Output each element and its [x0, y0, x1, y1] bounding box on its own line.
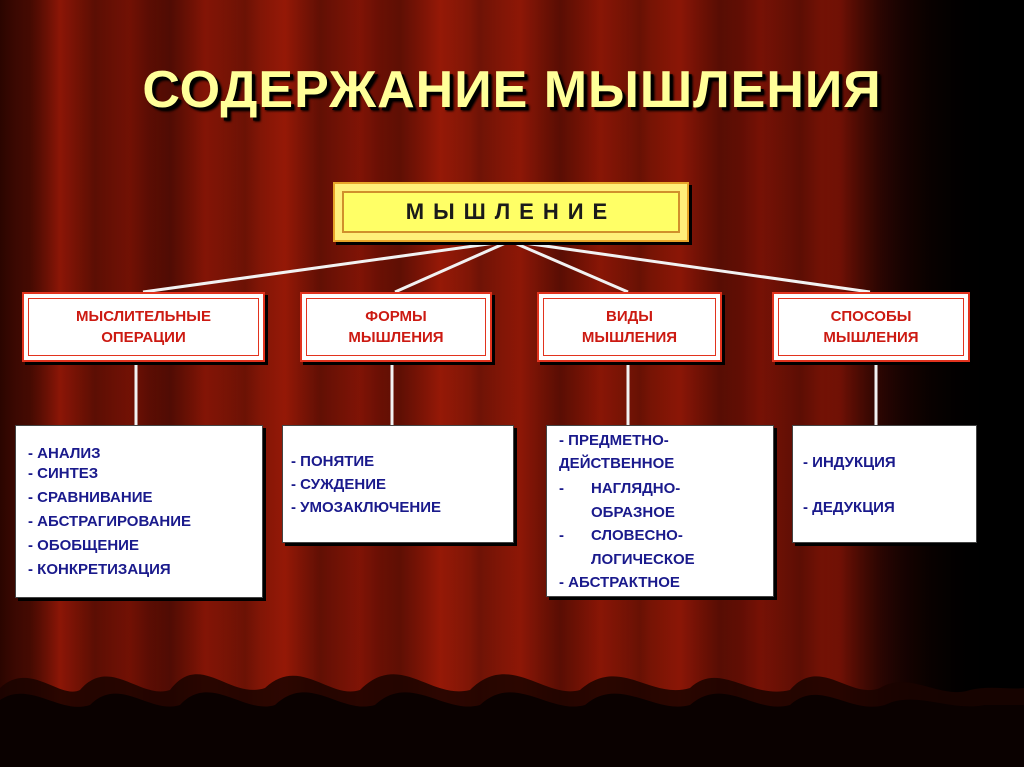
root-node-inner: МЫШЛЕНИЕ	[342, 191, 680, 233]
category-label: МЫСЛИТЕЛЬНЫЕ ОПЕРАЦИИ	[76, 308, 211, 346]
list-methods: - ИНДУКЦИЯ - ДЕДУКЦИЯ	[792, 425, 977, 543]
page-title: СОДЕРЖАНИЕ МЫШЛЕНИЯ	[142, 61, 882, 119]
list-item: ДЕЙСТВЕННОЕ	[559, 455, 675, 472]
list-item: - ОБОБЩЕНИЕ	[28, 537, 139, 554]
list-item: - АБСТРАКТНОЕ	[559, 574, 680, 591]
list-item: - ПОНЯТИЕ	[291, 453, 375, 470]
list-item: - АНАЛИЗ	[28, 445, 101, 462]
category-label: ВИДЫ МЫШЛЕНИЯ	[581, 308, 678, 346]
category-frame: МЫСЛИТЕЛЬНЫЕ ОПЕРАЦИИ	[28, 298, 259, 356]
list-item-bullet: -	[559, 480, 564, 497]
list-item: НАГЛЯДНО-	[591, 480, 681, 497]
list-item: - ИНДУКЦИЯ	[803, 454, 896, 471]
category-frame: СПОСОБЫ МЫШЛЕНИЯ	[778, 298, 964, 356]
list-item: - ПРЕДМЕТНО-	[559, 432, 669, 449]
list-item: - КОНКРЕТИЗАЦИЯ	[28, 561, 171, 578]
root-node: МЫШЛЕНИЕ	[333, 182, 689, 242]
list-item: ОБРАЗНОЕ	[591, 504, 675, 521]
connector-root-cat1	[142, 239, 511, 294]
list-item: СЛОВЕСНО-	[591, 527, 683, 544]
connector-root-cat3	[509, 239, 629, 294]
category-forms: ФОРМЫ МЫШЛЕНИЯ	[300, 292, 492, 362]
connector-root-cat2	[394, 239, 511, 294]
category-label: СПОСОБЫ МЫШЛЕНИЯ	[823, 308, 919, 346]
list-forms: - ПОНЯТИЕ - СУЖДЕНИЕ - УМОЗАКЛЮЧЕНИЕ	[282, 425, 514, 543]
category-types: ВИДЫ МЫШЛЕНИЯ	[537, 292, 722, 362]
root-label: МЫШЛЕНИЕ	[405, 199, 617, 224]
category-frame: ФОРМЫ МЫШЛЕНИЯ	[306, 298, 486, 356]
category-mental-operations: МЫСЛИТЕЛЬНЫЕ ОПЕРАЦИИ	[22, 292, 265, 362]
list-item: - УМОЗАКЛЮЧЕНИЕ	[291, 499, 441, 516]
category-frame: ВИДЫ МЫШЛЕНИЯ	[543, 298, 716, 356]
list-item: - СРАВНИВАНИЕ	[28, 489, 153, 506]
connector-root-cat4	[509, 239, 871, 294]
category-label: ФОРМЫ МЫШЛЕНИЯ	[348, 308, 444, 346]
list-item: - СИНТЕЗ	[28, 465, 99, 482]
list-item: - СУЖДЕНИЕ	[291, 476, 386, 493]
list-item-bullet: -	[559, 527, 564, 544]
list-item: ЛОГИЧЕСКОЕ	[591, 551, 695, 568]
list-item: - ДЕДУКЦИЯ	[803, 499, 895, 516]
category-methods: СПОСОБЫ МЫШЛЕНИЯ	[772, 292, 970, 362]
list-mental-operations: - АНАЛИЗ - СИНТЕЗ - СРАВНИВАНИЕ - АБСТРА…	[15, 425, 263, 598]
list-item: - АБСТРАГИРОВАНИЕ	[28, 513, 192, 530]
list-types: - ПРЕДМЕТНО- ДЕЙСТВЕННОЕ - НАГЛЯДНО- ОБР…	[546, 425, 774, 597]
